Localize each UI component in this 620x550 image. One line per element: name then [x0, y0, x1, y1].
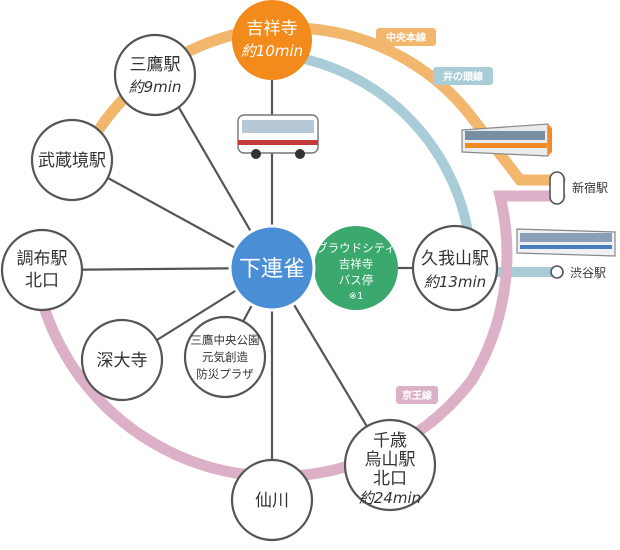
- station-name: 武蔵境駅: [38, 151, 106, 171]
- shinjuku-label: 新宿駅: [572, 180, 608, 195]
- bus-stop-name: バス停: [339, 273, 374, 287]
- chuo-line-tag: 中央本線: [376, 28, 436, 46]
- station-plaza[interactable]: 三鷹中央公園 元気創造 防災プラザ: [183, 315, 267, 399]
- station-name: 久我山駅: [421, 249, 489, 269]
- keio-line-label: 京王線: [402, 389, 432, 402]
- keio-line-tag: 京王線: [396, 386, 438, 404]
- bus-stop-name: 吉祥寺: [339, 257, 374, 271]
- station-name: 三鷹中央公園: [191, 333, 260, 347]
- station-name: 北口: [373, 469, 407, 489]
- station-chofu[interactable]: 調布駅 北口: [0, 228, 84, 312]
- station-name: 調布駅: [17, 249, 68, 269]
- station-kugayama[interactable]: 久我山駅 約13min: [411, 224, 499, 312]
- station-name-sub: 北口: [25, 271, 59, 291]
- station-sengawa[interactable]: 仙川: [230, 458, 314, 542]
- shibuya-terminal: 渋谷駅: [550, 265, 606, 280]
- bus-stop-name: ブラウドシティ: [316, 241, 396, 255]
- travel-time: 約9min: [129, 78, 182, 96]
- shibuya-label: 渋谷駅: [570, 266, 606, 280]
- station-mitaka[interactable]: 三鷹駅 約9min: [113, 33, 197, 117]
- inokashira-line-tag: 井の頭線: [433, 67, 493, 85]
- station-name: 仙川: [255, 491, 289, 511]
- shinjuku-terminal: 新宿駅: [549, 171, 608, 205]
- station-name: 千歳: [373, 431, 407, 451]
- travel-time: 約24min: [359, 489, 421, 507]
- station-name: 三鷹駅: [130, 54, 181, 75]
- chuo-train-icon: [461, 123, 552, 157]
- bus-stop-badge[interactable]: ブラウドシティ 吉祥寺 バス停 ※1: [314, 226, 398, 310]
- chuo-line-label: 中央本線: [386, 31, 426, 44]
- station-name: 元気創造: [202, 350, 248, 364]
- station-name: 深大寺: [97, 351, 148, 371]
- inokashira-train-icon: [516, 228, 616, 257]
- station-kichijoji[interactable]: 吉祥寺 約10min: [232, 0, 312, 80]
- station-name: 烏山駅: [365, 450, 416, 470]
- station-musashisakai[interactable]: 武蔵境駅: [30, 118, 114, 202]
- station-name: 吉祥寺: [247, 19, 298, 39]
- bus-icon: [237, 114, 319, 159]
- station-jindaiji[interactable]: 深大寺: [80, 318, 164, 402]
- center-name: 下連雀: [239, 257, 305, 282]
- travel-time: 約10min: [241, 42, 303, 60]
- center-shimorenjaku[interactable]: 下連雀: [228, 224, 316, 312]
- inokashira-line-label: 井の頭線: [443, 70, 483, 83]
- travel-time: 約13min: [424, 273, 486, 291]
- bus-stop-note: ※1: [349, 291, 364, 302]
- station-chitose[interactable]: 千歳 烏山駅 北口 約24min: [343, 418, 437, 512]
- station-name: 防災プラザ: [196, 367, 254, 381]
